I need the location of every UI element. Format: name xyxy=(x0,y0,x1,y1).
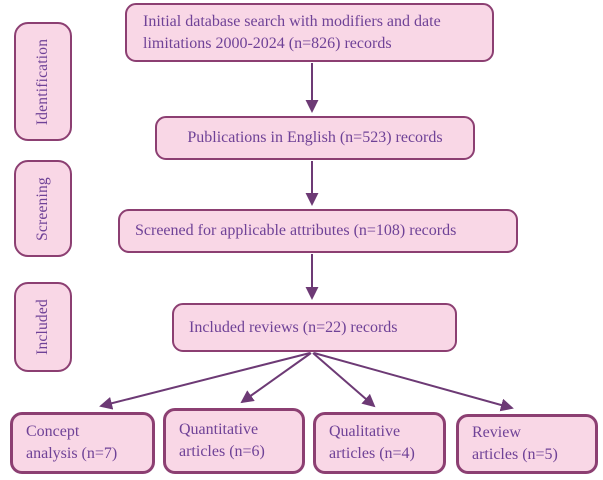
outcome-review-line2: articles (n=5) xyxy=(472,446,558,463)
outcome-review-line1: Review xyxy=(472,424,521,442)
arrow-included-to-quantitative xyxy=(240,352,312,404)
outcome-box-qualitative-articles-text: Qualitative articles (n=4) xyxy=(329,421,415,464)
outcome-box-review-articles: Review articles (n=5) xyxy=(456,414,598,474)
outcome-box-concept-analysis-text: Concept analysis (n=7) xyxy=(26,421,117,464)
arrow-included-to-concept xyxy=(99,352,311,410)
flow-box-publications-english: Publications in English (n=523) records xyxy=(155,116,475,160)
outcome-concept-line1: Concept xyxy=(26,423,80,441)
arrow-included-to-review xyxy=(313,352,514,412)
stage-box-included: Included xyxy=(14,282,72,372)
outcome-qualitative-line2: articles (n=4) xyxy=(329,445,415,462)
stage-label-screening: Screening xyxy=(34,176,51,241)
flow-box-initial-search: Initial database search with modifiers a… xyxy=(125,3,494,62)
stage-label-included: Included xyxy=(34,299,52,355)
outcome-box-concept-analysis: Concept analysis (n=7) xyxy=(10,412,155,474)
flow-box-included-reviews-text: Included reviews (n=22) records xyxy=(189,318,398,336)
stage-box-identification: Identification xyxy=(14,22,72,141)
stage-label-identification: Identification xyxy=(34,38,52,125)
flow-box-initial-search-line1: Initial database search with modifiers a… xyxy=(143,13,441,31)
outcome-concept-line2: analysis (n=7) xyxy=(26,445,118,462)
flow-box-included-reviews: Included reviews (n=22) records xyxy=(172,303,457,352)
flow-box-initial-search-text: Initial database search with modifiers a… xyxy=(143,11,441,53)
outcome-quantitative-line2: articles (n=6) xyxy=(179,443,265,460)
outcome-quantitative-line1: Quantitative xyxy=(179,421,259,439)
outcome-box-review-articles-text: Review articles (n=5) xyxy=(472,422,558,465)
outcome-qualitative-line1: Qualitative xyxy=(329,423,401,441)
flow-box-publications-english-text: Publications in English (n=523) records xyxy=(187,129,443,146)
outcome-box-qualitative-articles: Qualitative articles (n=4) xyxy=(313,412,446,474)
flow-box-initial-search-line2: limitations 2000-2024 (n=826) records xyxy=(143,34,392,52)
arrow-included-to-qualitative xyxy=(312,352,376,408)
flow-box-screened-attributes-text: Screened for applicable attributes (n=10… xyxy=(135,222,457,239)
flow-box-screened-attributes: Screened for applicable attributes (n=10… xyxy=(118,209,518,253)
stage-box-screening: Screening xyxy=(14,160,72,257)
outcome-box-quantitative-articles-text: Quantitative articles (n=6) xyxy=(179,419,265,462)
outcome-box-quantitative-articles: Quantitative articles (n=6) xyxy=(163,408,305,474)
